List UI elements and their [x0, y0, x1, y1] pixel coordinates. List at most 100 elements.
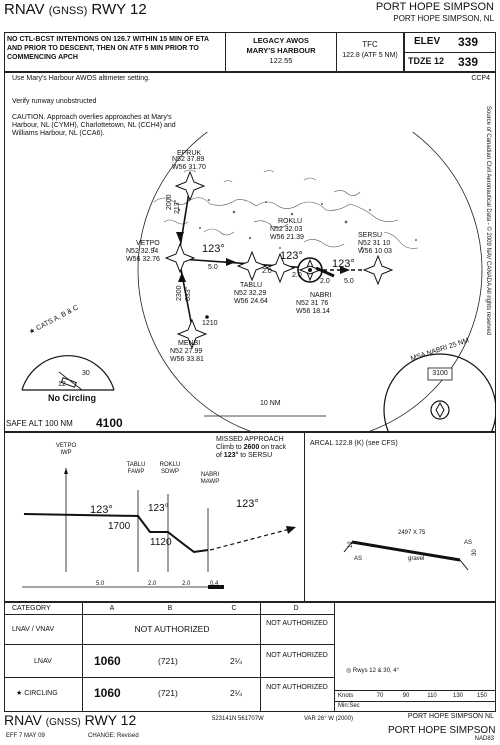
- vetpo-lon: W56 32.76: [126, 256, 160, 263]
- circling-rwy-30: 30: [82, 370, 90, 377]
- circling-hat: (721): [158, 688, 178, 698]
- waypoint-sersu-icon: [362, 254, 394, 286]
- sersu-lat: N52 31 10: [358, 240, 391, 247]
- runway-dimensions: 2497 X 75: [398, 530, 426, 536]
- menbi-altitude: 2300: [176, 285, 183, 301]
- lighting-text: Rwys 12 & 30, 4°: [352, 668, 399, 674]
- title-runway: RWY 12: [91, 1, 147, 18]
- tfc-block: TFC 122.8 (ATF 5 NM): [337, 39, 403, 61]
- profile-dist-2b: 2.0: [182, 581, 191, 587]
- knots-110: 110: [427, 693, 437, 699]
- vetpo-label: VETPO N52 32.94 W56 32.76: [126, 240, 160, 264]
- chart-title: RNAV (GNSS) RWY 12: [4, 1, 147, 20]
- footer-runway: RWY 12: [84, 712, 137, 728]
- elev-value: 339: [458, 35, 479, 49]
- circling-row-label: ★ CIRCLING: [16, 690, 58, 698]
- no-circling: No Circling: [47, 393, 96, 403]
- cat-d: D: [293, 605, 299, 612]
- arcal-note: ARCAL 122.8 (K) (see CFS): [310, 440, 398, 447]
- circling-mda: 1060: [94, 686, 121, 700]
- footer-rnav: RNAV: [4, 712, 42, 728]
- title-rnav: RNAV: [4, 1, 45, 18]
- footer-variation: VAR 26° W (2000): [304, 716, 353, 722]
- knots-150: 150: [476, 693, 487, 699]
- leg-dist-nabri: 2.0: [320, 278, 330, 285]
- circling-visibility: 2¼: [230, 688, 242, 698]
- knots-90: 90: [402, 693, 410, 699]
- profile-course-3: 123°: [236, 498, 259, 510]
- lnav-vnav-cat-d: NOT AUTHORIZED: [266, 620, 328, 627]
- epruk-coords: N52 37.89 W56 31.70: [172, 156, 206, 172]
- profile-tablu: TABLU FAWP: [120, 462, 152, 476]
- profile-course-2: 123°: [148, 503, 169, 514]
- footer-location: PORT HOPE SIMPSON NL: [407, 713, 494, 720]
- tdze-label: TDZE 12: [408, 56, 445, 66]
- lighting-icon: ◎: [346, 668, 353, 674]
- missed-on-track: on track: [261, 444, 287, 451]
- leg-dist-tablu: 2.0: [262, 268, 272, 275]
- epruk-name: EPRUK: [176, 150, 202, 157]
- leg-dist-roklu: 2.0: [292, 272, 302, 279]
- missed-altitude: 2600: [243, 444, 260, 451]
- circling-rwy-12: 12: [58, 381, 66, 388]
- tablu-lat: N52 32.29: [234, 290, 267, 297]
- menbi-lat: N52 27.99: [170, 348, 203, 355]
- nabri-lon: W56 18.14: [296, 308, 330, 315]
- circling-cat-d: NOT AUTHORIZED: [266, 684, 328, 691]
- awos-line1: LEGACY AWOS: [253, 36, 309, 45]
- missed-path: [209, 527, 295, 551]
- lnav-visibility: 2¼: [230, 656, 242, 666]
- epruk-lon: W56 31.70: [172, 164, 206, 171]
- profile-dist-5: 5.0: [96, 581, 105, 587]
- runway-surface: gravel: [408, 556, 425, 562]
- profile-nabri: NABRI MAWP: [194, 472, 226, 486]
- nabri-label: NABRI N52 31 76 W56 18.14: [296, 292, 331, 316]
- descent-path: [23, 513, 209, 554]
- waypoint-epruk-icon: [174, 170, 206, 202]
- location-name: PORT HOPE SIMPSON: [375, 1, 494, 13]
- footer-effective: EFF 7 MAY 09: [6, 733, 45, 739]
- category-header: CATEGORY: [12, 605, 51, 612]
- cat-b: B: [167, 605, 173, 612]
- nabri-name: NABRI: [310, 292, 332, 299]
- profile-view: [4, 432, 496, 602]
- as-left: AS: [354, 556, 363, 562]
- tablu-label: TABLU N52 32.29 W56 24.64: [234, 282, 268, 306]
- lnav-vnav-label: LNAV / VNAV: [12, 626, 55, 633]
- menbi-label: MENBI N52 27.99 W56 33.81: [170, 340, 204, 364]
- missed-dist-plan: 5.0: [344, 278, 354, 285]
- profile-vetpo-name: VETPO: [55, 443, 77, 449]
- leg-course-roklu: 123°: [280, 250, 303, 262]
- profile-fix-lines: [65, 468, 209, 572]
- obstacle-elevation: 1210: [202, 320, 218, 327]
- profile-vetpo-role: IWP: [60, 450, 72, 456]
- footer-gnss: (GNSS): [45, 717, 81, 728]
- profile-course-1: 123°: [90, 504, 113, 516]
- airport-diagram: [343, 540, 469, 571]
- profile-roklu: ROKLU SDWP: [154, 462, 186, 476]
- note-verify-runway: Verify runway unobstructed: [12, 98, 97, 105]
- menbi-lon: W56 33.81: [170, 356, 204, 363]
- tfc-label: TFC: [362, 40, 378, 49]
- leg-course-vetpo: 123°: [202, 243, 225, 255]
- profile-alt-1120: 1120: [150, 537, 172, 548]
- ccp-code: CCP4: [471, 75, 490, 82]
- profile-dist-04: 0.4: [210, 581, 219, 587]
- awos-frequency: 122.55: [269, 56, 293, 65]
- epruk-lat: N52 37.89: [172, 156, 205, 163]
- minimums-table: [4, 602, 496, 712]
- profile-roklu-name: ROKLU: [159, 462, 181, 468]
- footer-change: CHANGE: Revised: [88, 733, 139, 739]
- elev-label: ELEV: [414, 36, 441, 47]
- missed-course-plan: 123°: [332, 258, 355, 270]
- awos-line2: MARY'S HARBOUR: [246, 46, 316, 55]
- lnav-cat-d: NOT AUTHORIZED: [266, 652, 328, 659]
- epruk-course: 213°: [174, 199, 181, 214]
- menbi-course: 033°: [185, 286, 192, 301]
- epruk-altitude: 2000: [166, 194, 173, 210]
- runway-12-end: 12: [348, 541, 354, 548]
- roklu-name: ROKLU: [278, 218, 303, 225]
- msa-altitude: 3100: [432, 370, 448, 377]
- tdze-value: 339: [458, 55, 479, 69]
- footer-location-big: PORT HOPE SIMPSON: [388, 725, 496, 736]
